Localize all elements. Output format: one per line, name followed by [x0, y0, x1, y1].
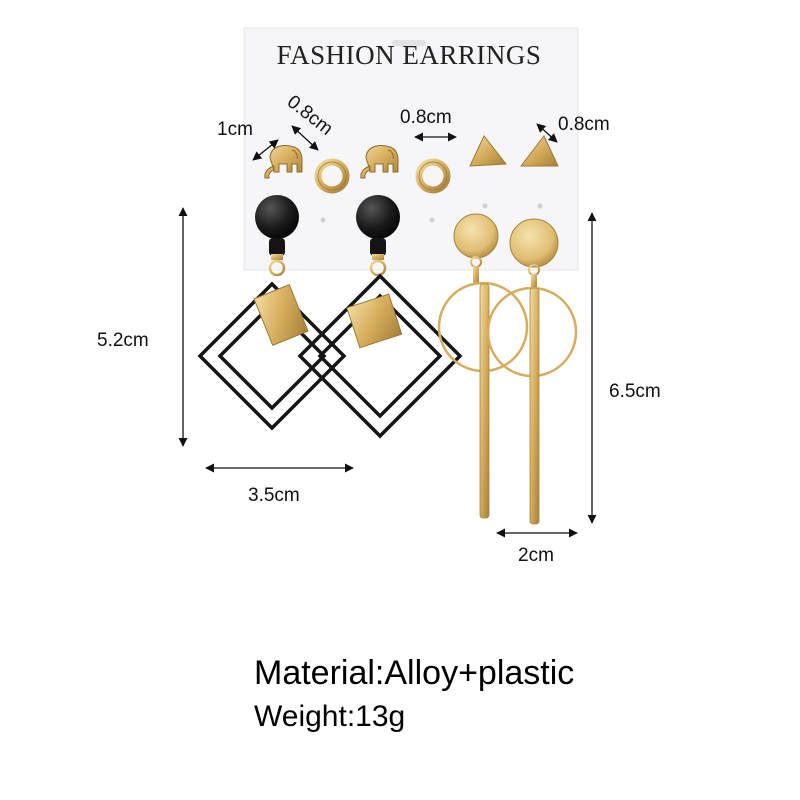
dimension-arrows	[178, 123, 597, 538]
dim-square-drop-width: 3.5cm	[248, 485, 300, 506]
arrow-elephant	[252, 139, 279, 161]
dim-square-drop-height: 5.2cm	[97, 330, 149, 351]
ring-stud-left	[314, 158, 350, 194]
triangle-stud-right	[519, 135, 559, 167]
dim-bar-drop-width: 2cm	[518, 545, 554, 566]
dim-pair-spacing: 0.8cm	[400, 107, 452, 128]
dim-bar-drop-height: 6.5cm	[609, 381, 661, 402]
weight-spec: Weight:13g	[254, 700, 406, 733]
triangle-stud-left	[469, 135, 507, 167]
ring-stud-right	[415, 158, 451, 194]
arrow-triangle	[536, 123, 558, 143]
square-drop-earring-right	[297, 195, 463, 439]
card-title: FASHION EARRINGS	[276, 40, 542, 70]
dim-elephant-stud: 1cm	[217, 119, 253, 140]
material-spec: Material:Alloy+plastic	[254, 654, 575, 692]
dim-triangle-stud: 0.8cm	[558, 114, 610, 135]
elephant-stud-right	[360, 145, 399, 179]
square-drop-earring-left	[197, 195, 347, 431]
arrow-ring	[291, 125, 319, 151]
bar-drop-earring-left	[437, 213, 529, 519]
bar-drop-earring-right	[486, 218, 578, 525]
